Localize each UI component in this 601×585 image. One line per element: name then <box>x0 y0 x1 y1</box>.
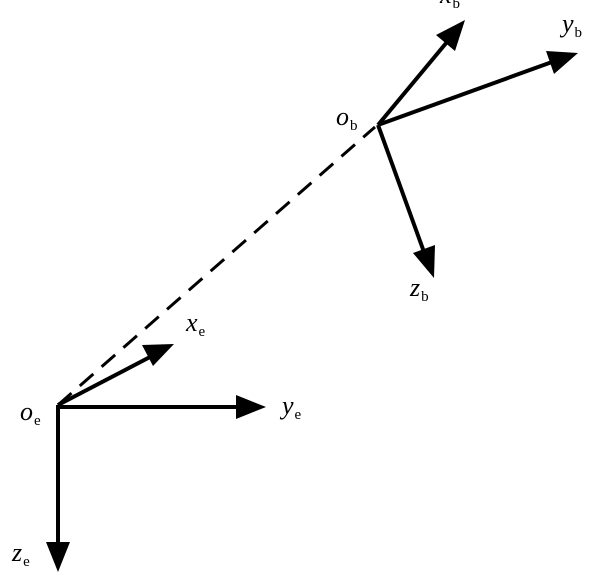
earth-x-axis-line <box>57 355 151 407</box>
body-z-axis-arrowhead <box>413 245 435 278</box>
body-z-axis-label: zb <box>409 273 429 305</box>
earth-y-axis-arrowhead <box>236 395 266 419</box>
earth-x-axis-label: xe <box>185 308 206 340</box>
earth-y-axis-label: ye <box>279 391 302 423</box>
earth-frame: oe xe ye ze <box>11 308 302 572</box>
body-y-axis-line <box>377 60 553 127</box>
earth-origin-label: oe <box>20 397 41 429</box>
earth-z-axis-arrowhead <box>46 542 70 572</box>
body-x-axis-label: xb <box>439 0 460 12</box>
body-frame: ob xb yb zb <box>336 0 582 305</box>
body-origin-label: ob <box>336 102 358 134</box>
earth-z-axis-label: ze <box>11 538 30 570</box>
origin-connector-dashed-line <box>57 125 376 407</box>
body-x-axis-line <box>376 40 449 127</box>
body-y-axis-label: yb <box>559 9 582 41</box>
earth-x-axis-arrowhead <box>142 344 174 366</box>
body-x-axis-arrowhead <box>436 20 465 51</box>
body-z-axis-line <box>376 124 426 253</box>
body-y-axis-arrowhead <box>546 51 578 74</box>
